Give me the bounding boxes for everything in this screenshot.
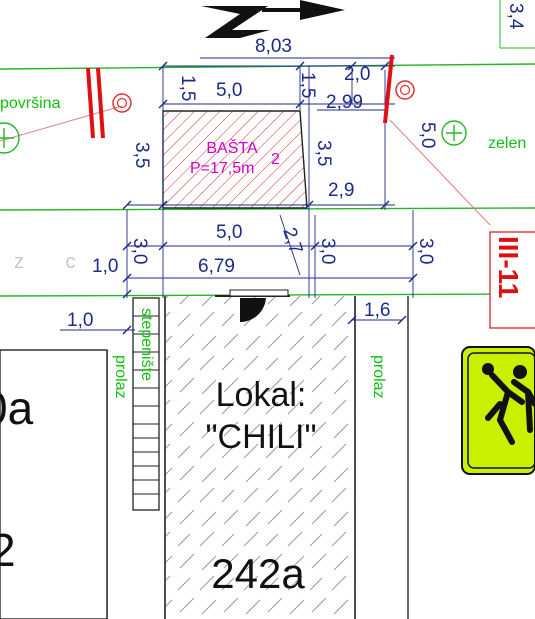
dim-passage-1-6: 1,6	[364, 300, 390, 321]
dim-bottom-5-0: 5,0	[216, 222, 242, 243]
shop-floor-hatch	[165, 296, 355, 619]
label-green: zelen	[488, 135, 526, 152]
label-passage-left: prolaz	[112, 355, 129, 399]
label-passage-right: prolaz	[370, 355, 387, 399]
dim-top-total: 8,03	[255, 36, 292, 57]
dim-diag-2-99: 2,99	[326, 92, 363, 113]
dim-top-5-0: 5,0	[216, 80, 242, 101]
dim-right-3-5: 3,5	[313, 140, 334, 166]
door-icon	[240, 298, 266, 323]
manhole-icon	[112, 93, 132, 113]
dim-diag-2-7: 2,7	[278, 225, 306, 257]
sign-code-box	[489, 231, 535, 329]
dim-mid-3-0: 3,0	[317, 238, 338, 264]
dim-bottom-6-79: 6,79	[198, 256, 235, 277]
garden-area-sup: 2	[271, 151, 280, 168]
tree-icon	[441, 120, 467, 146]
dim-left-3-0: 3,0	[129, 238, 150, 264]
dim-top-right: 3,4	[505, 3, 526, 30]
shop-label-line2: "CHILI"	[205, 418, 316, 456]
label-surface: površina	[0, 95, 61, 112]
dimension-lines	[60, 57, 414, 331]
dim-right-2-9: 2,9	[328, 180, 354, 201]
stairs	[132, 297, 160, 511]
label-stairs: stepenište	[138, 308, 155, 381]
red-markers	[86, 54, 394, 139]
dim-garden-depth: 3,5	[131, 142, 152, 168]
garden-title: BAŠTA	[206, 138, 258, 157]
building-left-top: 0a	[0, 382, 34, 434]
dim-far-3-0: 3,0	[415, 238, 436, 264]
pedestrian-crossing-sign-icon	[461, 346, 535, 475]
dimension-ticks	[122, 61, 418, 335]
dim-right-5-0: 5,0	[417, 122, 438, 148]
building-number: 242a	[211, 550, 305, 597]
sign-code: III-11	[493, 236, 524, 298]
road-letters: z c	[14, 251, 94, 273]
dim-lower-1-0: 1,0	[67, 310, 93, 331]
shop-label-line1: Lokal:	[216, 376, 307, 414]
building-left-bottom: 2	[0, 524, 16, 576]
dim-left-1-5: 1,5	[177, 75, 198, 101]
arrow-right-icon	[262, 0, 345, 20]
dim-mid-1-5: 1,5	[297, 72, 318, 98]
dim-left-1-0: 1,0	[92, 256, 118, 277]
tree-icon	[0, 122, 20, 154]
dim-right-2-0: 2,0	[344, 64, 370, 85]
garden-area-label: P=17,5m	[190, 160, 254, 177]
north-arrow-icon	[201, 6, 270, 38]
manhole-icon	[395, 80, 415, 100]
